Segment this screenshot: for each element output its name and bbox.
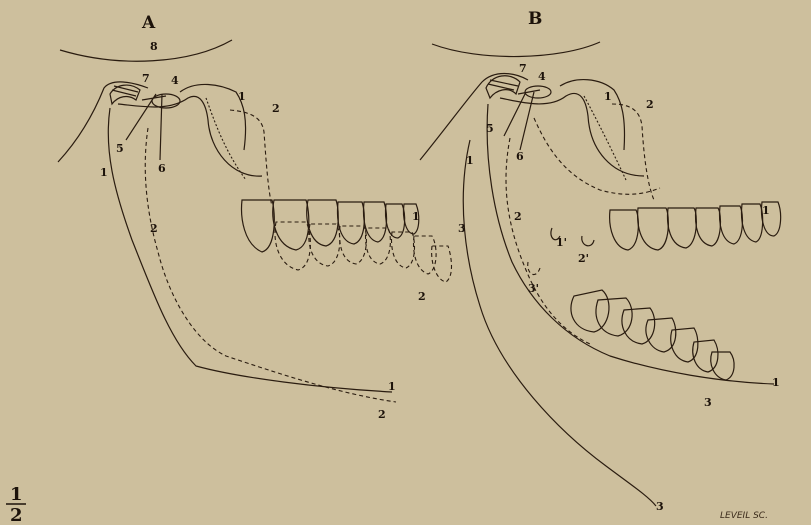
- label-a-1-ramus: 1: [100, 166, 108, 179]
- label-b-6: 6: [516, 150, 524, 163]
- label-b-2-top: 2: [646, 98, 654, 111]
- label-b-4: 4: [538, 70, 546, 83]
- label-b-2-prime: 2': [578, 252, 589, 265]
- labels-figure-b: B 7 4 5 6 1 2 1 2 3 1' 2' 3' 1 1 3 3: [458, 9, 780, 513]
- label-b-3-left: 3: [458, 222, 466, 235]
- teeth-row-solid: [242, 200, 419, 252]
- label-a-1-end: 1: [388, 380, 396, 393]
- label-b-1-end: 1: [772, 376, 780, 389]
- figure-b: [420, 42, 781, 506]
- label-b-5: 5: [486, 122, 494, 135]
- label-b-3-end: 3: [704, 396, 712, 409]
- label-a-8: 8: [150, 40, 158, 53]
- engraver-signature: LEVEIL SC.: [720, 511, 768, 521]
- label-b-1-prime: 1': [556, 236, 567, 249]
- scale-denominator: 2: [10, 505, 23, 525]
- label-b-2-ramus: 2: [514, 210, 522, 223]
- scale-fraction: 1 2: [6, 484, 26, 525]
- label-a-2-end: 2: [378, 408, 386, 421]
- label-a-1-top: 1: [238, 90, 246, 103]
- label-b-1-teeth: 1: [762, 204, 770, 217]
- teeth-row-b-upper: [610, 202, 781, 250]
- label-a-6: 6: [158, 162, 166, 175]
- label-b-3-bottom: 3: [656, 500, 664, 513]
- label-b-1-ramus: 1: [466, 154, 474, 167]
- label-a-1-teeth: 1: [412, 210, 420, 223]
- label-b-3-prime: 3': [528, 282, 539, 295]
- label-a-2-teeth: 2: [418, 290, 426, 303]
- label-a-2-ramus: 2: [150, 222, 158, 235]
- figure-a: [58, 40, 452, 402]
- label-b-7: 7: [519, 62, 527, 75]
- label-b-1-top: 1: [604, 90, 612, 103]
- figure-b-title: B: [528, 9, 542, 29]
- teeth-row-b-lower: [571, 290, 734, 380]
- figure-a-title: A: [141, 13, 156, 33]
- label-a-5: 5: [116, 142, 124, 155]
- scale-numerator: 1: [10, 484, 23, 505]
- labels-figure-a: A 8 7 4 5 6 1 2 1 2 1 2 1 2: [100, 13, 426, 421]
- label-a-7: 7: [142, 72, 150, 85]
- label-a-4: 4: [171, 74, 179, 87]
- label-a-2-top: 2: [272, 102, 280, 115]
